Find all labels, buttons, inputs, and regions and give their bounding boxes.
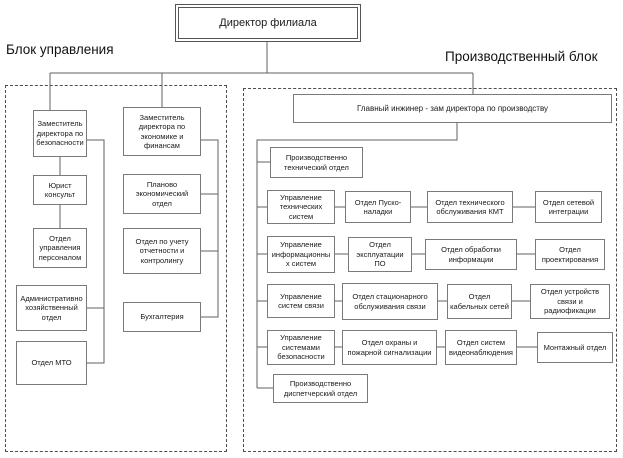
box-kmt-maintenance-dept: Отдел технического обслуживания КМТ bbox=[427, 191, 513, 223]
production-block-frame bbox=[243, 88, 617, 452]
top-tree-lines bbox=[49, 41, 474, 110]
box-security-systems-mgmt: Управление системами безопасности bbox=[267, 330, 335, 365]
box-data-processing-dept: Отдел обработки информации bbox=[425, 239, 517, 270]
box-planning-dept: Планово экономический отдел bbox=[123, 174, 201, 214]
box-director: Директор филиала bbox=[175, 4, 361, 42]
box-admin-dept: Административно хозяйственный отдел bbox=[16, 285, 87, 331]
management-block-title: Блок управления bbox=[6, 42, 114, 57]
box-communication-systems-mgmt: Управление систем связи bbox=[267, 284, 335, 318]
security-branch-lines bbox=[59, 139, 105, 364]
box-video-surveillance-dept: Отдел систем видеонаблюдения bbox=[445, 330, 517, 365]
box-technical-systems-mgmt: Управление технических систем bbox=[267, 190, 335, 224]
box-bookkeeping-dept: Бухгалтерия bbox=[123, 302, 201, 332]
box-information-systems-mgmt: Управление информационных систем bbox=[267, 236, 335, 273]
box-lawyer: Юрист консульт bbox=[33, 175, 87, 205]
box-accounting-control-dept: Отдел по учету отчетности и контролингу bbox=[123, 228, 201, 274]
production-spine-lines bbox=[256, 123, 458, 389]
box-production-technical-dept: Производственно технический отдел bbox=[270, 147, 363, 178]
box-hr-dept: Отдел управления персоналом bbox=[33, 228, 87, 268]
box-cable-networks-dept: Отдел кабельных сетей bbox=[447, 284, 512, 319]
box-commissioning-dept: Отдел Пуско-наладки bbox=[345, 191, 411, 223]
finance-branch-lines bbox=[201, 139, 219, 318]
box-stationary-comm-service-dept: Отдел стационарного обслуживания связи bbox=[342, 283, 438, 320]
box-director-inner: Директор филиала bbox=[178, 7, 358, 39]
management-block-frame bbox=[5, 85, 227, 452]
box-software-operation-dept: Отдел эксплуатации ПО bbox=[348, 237, 412, 272]
box-deputy-security: Заместитель директора по безопасности bbox=[33, 110, 87, 157]
production-row-lines bbox=[335, 206, 537, 348]
box-chief-engineer: Главный инжинер - зам директора по произ… bbox=[293, 94, 612, 123]
box-radio-comm-devices-dept: Отдел устройств связи и радиофикации bbox=[530, 284, 610, 319]
box-network-integration-dept: Отдел сетевой интеграции bbox=[535, 191, 602, 223]
box-fire-alarm-dept: Отдел охраны и пожарной сигнализации bbox=[342, 330, 437, 365]
director-label: Директор филиала bbox=[219, 17, 317, 29]
box-installation-dept: Монтажный отдел bbox=[537, 332, 613, 363]
box-deputy-finance: Заместитель директора по экономике и фин… bbox=[123, 107, 201, 156]
box-production-dispatch-dept: Производственно диспетчерский отдел bbox=[273, 374, 368, 403]
box-mto-dept: Отдел МТО bbox=[16, 341, 87, 385]
production-block-title: Производственный блок bbox=[445, 49, 598, 64]
box-design-dept: Отдел проектирования bbox=[535, 239, 605, 270]
